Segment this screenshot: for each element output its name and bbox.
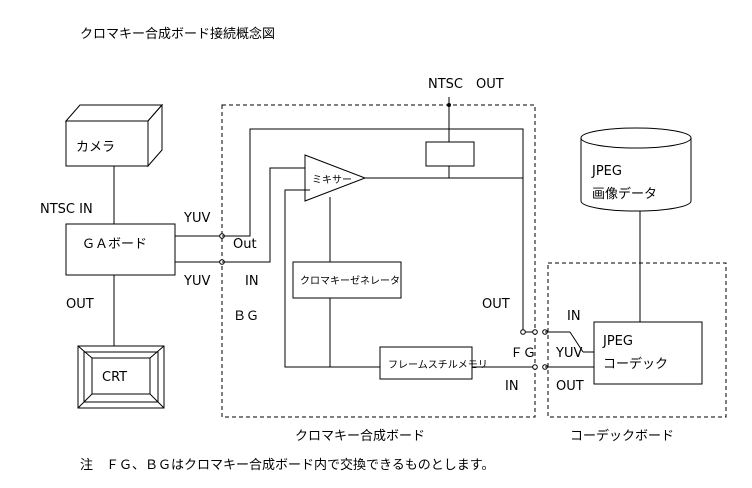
fg-out-node — [520, 329, 526, 335]
jpeg-data-label-1: JPEG — [591, 164, 622, 179]
yuv-top-label: YUV — [183, 211, 210, 226]
ga-board-block — [65, 223, 176, 276]
ntsc-encoder-box — [425, 141, 475, 167]
camera-label: カメラ — [76, 140, 115, 155]
ntsc-in-label: NTSC IN — [40, 202, 93, 217]
frame-still-memory-block — [379, 346, 473, 380]
ga-out-label: OUT — [66, 297, 94, 312]
in-right-label: IN — [505, 379, 519, 394]
in-port-label: IN — [245, 274, 259, 289]
camera-block: カメラ — [64, 103, 164, 168]
switch-node-top-left — [532, 329, 538, 335]
ga-board-label: ＧＡボード — [82, 237, 147, 252]
yuv-bottom-label: YUV — [183, 274, 210, 289]
crt-monitor: CRT — [77, 345, 165, 409]
chroma-key-generator-block — [292, 261, 402, 299]
codec-board-caption: コーデックボード — [570, 428, 674, 444]
jpeg-codec-block — [593, 321, 703, 385]
jpeg-data-label-2: 画像データ — [592, 186, 657, 202]
bg-label: ＢＧ — [233, 309, 259, 324]
codec-yuv-label: YUV — [555, 346, 582, 361]
chroma-board-caption: クロマキー合成ボード — [295, 429, 425, 444]
codec-in-label: IN — [567, 309, 581, 324]
codec-out-label: OUT — [556, 379, 584, 394]
crt-label: CRT — [102, 370, 127, 385]
fg-label: ＦＧ — [510, 346, 536, 361]
jpeg-codec-label-1: JPEG — [602, 334, 633, 349]
jpeg-codec-label-2: コーデック — [603, 356, 668, 372]
switch-node-bottom-left — [532, 364, 538, 370]
diagram-title: クロマキー合成ボード接続概念図 — [80, 26, 275, 42]
chroma-board-region — [221, 104, 536, 418]
ntsc-out-label: NTSC OUT — [428, 77, 504, 92]
jpeg-data-storage: JPEG 画像データ — [580, 127, 692, 212]
out-port-label: Out — [233, 237, 257, 252]
mixer-label: ミキサー — [312, 174, 352, 186]
codec-board-region — [547, 262, 727, 418]
chroma-key-generator-label: クロマキーゼネレータ — [300, 275, 400, 287]
frame-still-memory-label: フレームスチルメモリ — [388, 359, 488, 371]
out-right-label: OUT — [482, 297, 510, 312]
mixer-block — [304, 154, 367, 202]
ntsc-out-junction — [447, 103, 451, 107]
footnote: 注 ＦＧ、ＢＧはクロマキー合成ボード内で交換できるものとします。 — [80, 457, 494, 473]
